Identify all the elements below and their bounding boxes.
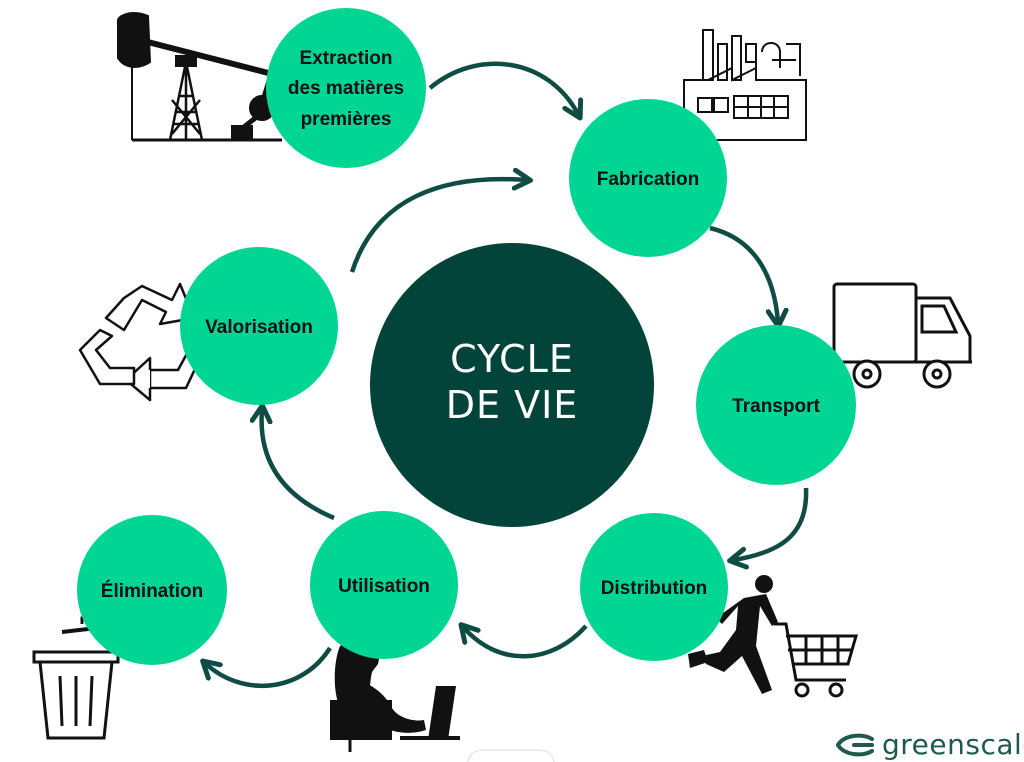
stage-fabrication-label: Fabrication [597,169,699,190]
stage-utilisation-label: Utilisation [338,576,430,597]
laptop-user-icon [330,634,460,752]
stage-distribution: Distribution [580,513,728,661]
center-circle [370,243,654,527]
center-title-line1: CYCLE [450,337,574,381]
stage-elimination-label: Élimination [101,580,203,602]
arrow-utilisation-to-valorisation [262,410,335,521]
brand-logo: greenscale [836,728,1024,761]
arrow-valorisation-to-fabrication [349,179,526,273]
stage-extraction: Extraction des matières premières [266,8,426,168]
stage-utilisation: Utilisation [310,511,458,659]
center-title-line2: DE VIE [446,383,579,427]
greenscale-logo-icon [836,733,874,756]
stage-valorisation: Valorisation [180,247,338,405]
stage-elimination: Élimination [77,515,227,665]
stage-extraction-line2: des matières [288,78,404,99]
stage-transport-label: Transport [732,396,820,417]
stage-valorisation-label: Valorisation [205,317,313,338]
arrow-extraction-to-fabrication [428,61,578,114]
stage-fabrication: Fabrication [569,99,727,257]
bottom-tab [467,749,555,762]
oil-pump-icon [117,12,282,142]
shopping-cart-icon [688,575,858,698]
arrow-distribution-to-utilisation [464,626,588,659]
stage-transport: Transport [696,325,856,485]
stage-extraction-line3: premières [301,109,392,130]
arrow-fabrication-to-transport [709,225,778,322]
arrow-utilisation-to-elimination [206,646,332,688]
stage-extraction-line1: Extraction [300,48,393,69]
brand-name: greenscale [882,728,1024,761]
arrow-transport-to-distribution [734,487,809,560]
truck-icon [826,282,972,389]
stage-distribution-label: Distribution [601,578,708,599]
